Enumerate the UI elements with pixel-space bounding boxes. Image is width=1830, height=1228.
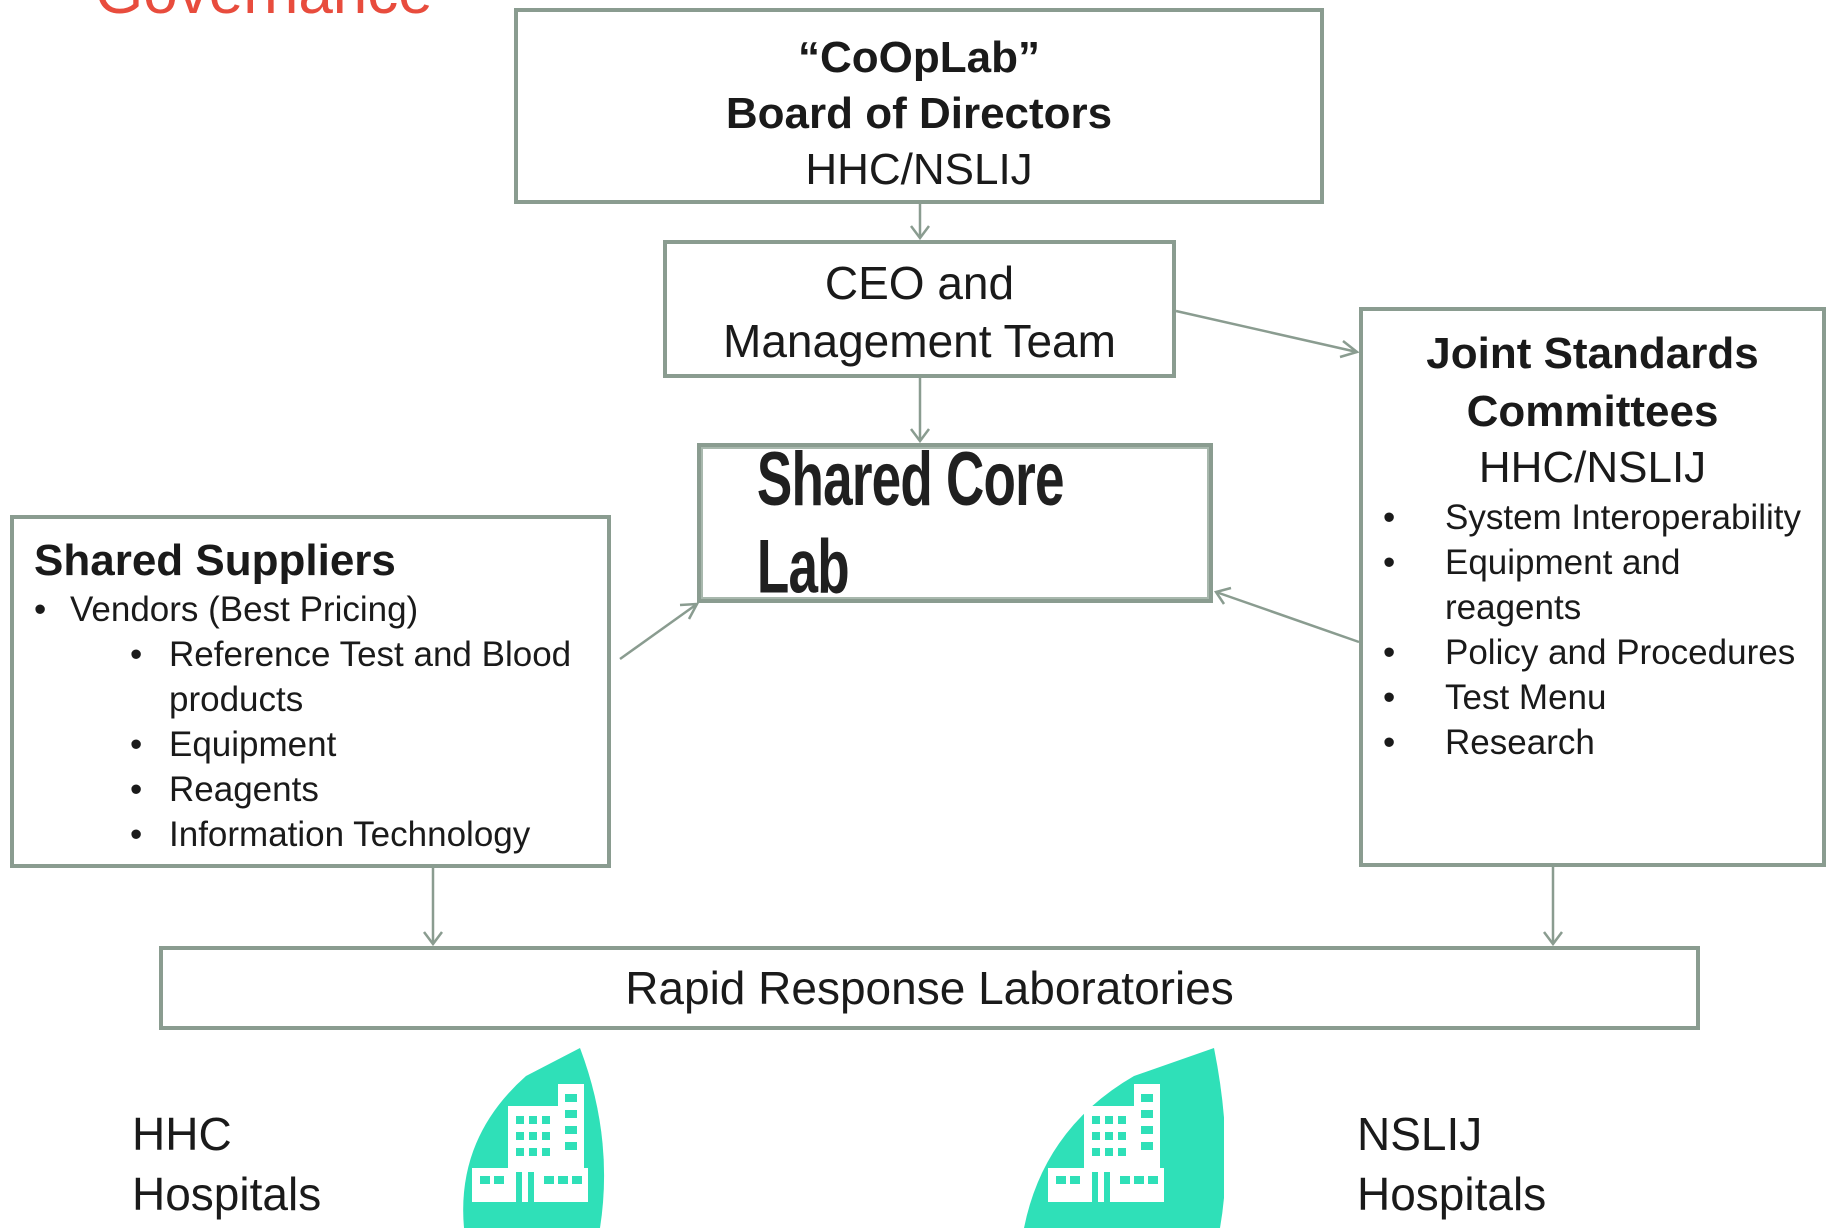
slide-title: Governance (95, 0, 433, 24)
arrow-joint-to-core (1215, 590, 1360, 644)
ceo-box: CEO and Management Team (663, 240, 1176, 378)
arrow-suppliers-to-core (619, 602, 698, 661)
board-of-directors-box: “CoOpLab” Board of Directors HHC/NSLIJ (514, 8, 1324, 204)
list-item: Policy and Procedures (1363, 630, 1822, 675)
suppliers-heading: Shared Suppliers (34, 536, 396, 585)
list-item: Reference Test and Blood products (130, 632, 607, 722)
ceo-line1: CEO and (824, 257, 1015, 309)
shared-suppliers-box: Shared Suppliers Vendors (Best Pricing) … (10, 515, 611, 868)
list-item: Information Technology (130, 812, 607, 857)
list-item: Equipment (130, 722, 607, 767)
rapid-response-label: Rapid Response Laboratories (625, 962, 1234, 1014)
joint-heading-line1: Joint Standards (1426, 329, 1759, 378)
suppliers-list: Vendors (Best Pricing) Reference Test an… (34, 587, 607, 857)
list-item: Reagents (130, 767, 607, 812)
joint-list: System Interoperability Equipment and re… (1363, 495, 1822, 765)
board-title: Board of Directors (725, 89, 1113, 138)
arrow-ceo-to-joint (1175, 309, 1358, 354)
rapid-response-box: Rapid Response Laboratories (159, 946, 1700, 1030)
vendors-sublist: Reference Test and Blood products Equipm… (130, 632, 607, 857)
nslij-hospitals-label: NSLIJ Hospitals (1357, 1104, 1546, 1224)
hhc-line1: HHC (132, 1108, 232, 1160)
shared-core-lab-label: Shared Core Lab (756, 436, 1065, 610)
shared-core-lab-box: Shared Core Lab (697, 437, 1213, 609)
hospital-icon (1024, 1048, 1224, 1228)
vendors-label: Vendors (Best Pricing) (70, 590, 419, 629)
joint-standards-box: Joint Standards Committees HHC/NSLIJ Sys… (1359, 307, 1826, 867)
hhc-hospitals-label: HHC Hospitals (132, 1104, 321, 1224)
ceo-line2: Management Team (723, 315, 1116, 367)
nslij-line2: Hospitals (1357, 1168, 1547, 1220)
list-item: Test Menu (1363, 675, 1822, 720)
list-item: Equipment and reagents (1363, 540, 1822, 630)
board-name: “CoOpLab” (798, 33, 1040, 82)
nslij-line1: NSLIJ (1357, 1108, 1483, 1160)
board-org: HHC/NSLIJ (805, 145, 1033, 194)
list-item: Research (1363, 720, 1822, 765)
hhc-line2: Hospitals (132, 1168, 322, 1220)
list-item: Vendors (Best Pricing) Reference Test an… (34, 587, 607, 857)
hospital-icon (463, 1048, 605, 1228)
list-item: System Interoperability (1363, 495, 1822, 540)
joint-heading-line2: Committees (1466, 387, 1719, 436)
joint-org: HHC/NSLIJ (1478, 443, 1707, 492)
